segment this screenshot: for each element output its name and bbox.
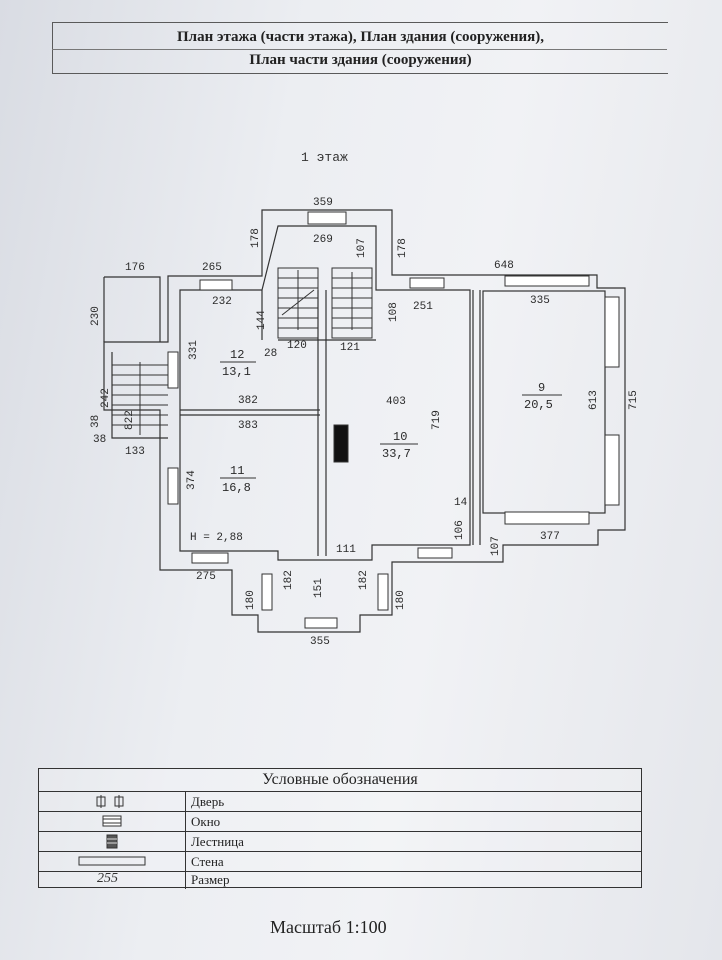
dim-120: 120 xyxy=(287,340,307,352)
dim-176: 176 xyxy=(125,262,145,274)
dim-383: 383 xyxy=(238,420,258,432)
title-line-2: План части здания (сооружения) xyxy=(249,52,472,68)
door-symbol xyxy=(39,792,186,811)
dim-242: 242 xyxy=(100,388,112,408)
dim-28: 28 xyxy=(264,348,277,360)
legend-row-door: Дверь xyxy=(39,792,641,812)
room-10-number: 10 xyxy=(393,430,407,444)
dim-151: 151 xyxy=(313,578,325,598)
room-9-number: 9 xyxy=(538,381,545,395)
dim-107b: 107 xyxy=(490,536,502,556)
room-labels: 12 13,1 11 16,8 10 33,7 9 20,5 H = 2,88 xyxy=(190,348,562,544)
dim-275: 275 xyxy=(196,571,216,583)
dim-178a: 178 xyxy=(250,228,262,248)
dim-269: 269 xyxy=(313,234,333,246)
legend-label-door: Дверь xyxy=(191,794,225,809)
dim-648: 648 xyxy=(494,260,514,272)
dim-178b: 178 xyxy=(397,238,409,258)
scale-text: Масштаб 1:100 xyxy=(270,917,387,937)
dim-180a: 180 xyxy=(245,590,257,610)
dim-265: 265 xyxy=(202,262,222,274)
floor-label: 1 этаж xyxy=(301,150,348,165)
size-symbol: 255 xyxy=(39,870,186,889)
title-box: План этажа (части этажа), План здания (с… xyxy=(52,22,668,74)
dim-182b: 182 xyxy=(358,570,370,590)
size-example-number: 255 xyxy=(97,871,118,886)
room-9-area: 20,5 xyxy=(524,398,553,412)
window-symbol xyxy=(39,812,186,831)
legend-label-wall: Стена xyxy=(191,854,224,869)
dim-111: 111 xyxy=(336,544,356,556)
legend-table: Условные обозначения Дверь Окно Лестница… xyxy=(38,768,642,889)
stair-symbol xyxy=(39,832,186,851)
title-divider xyxy=(52,49,667,50)
room-12-area: 13,1 xyxy=(222,365,251,379)
dim-403: 403 xyxy=(386,396,406,408)
dim-382: 382 xyxy=(238,395,258,407)
plan-walls xyxy=(103,209,626,633)
dim-822: 822 xyxy=(124,410,136,430)
dim-106: 106 xyxy=(454,520,466,540)
title-line-1: План этажа (части этажа), План здания (с… xyxy=(177,29,544,45)
legend-label-stair: Лестница xyxy=(191,834,244,849)
legend-row-stair: Лестница xyxy=(39,832,641,852)
ceiling-height: H = 2,88 xyxy=(190,532,243,544)
room-10-area: 33,7 xyxy=(382,447,411,461)
dim-230: 230 xyxy=(90,306,102,326)
dim-335: 335 xyxy=(530,295,550,307)
dim-38a: 38 xyxy=(90,415,102,428)
dim-38b: 38 xyxy=(93,434,106,446)
dim-377: 377 xyxy=(540,531,560,543)
dim-355: 355 xyxy=(310,636,330,648)
dim-331: 331 xyxy=(188,340,200,360)
dim-359: 359 xyxy=(313,197,333,209)
window-symbols xyxy=(167,211,620,629)
dim-613: 613 xyxy=(588,390,600,410)
dim-108: 108 xyxy=(388,302,400,322)
dim-719: 719 xyxy=(431,410,443,430)
dim-232: 232 xyxy=(212,296,232,308)
dim-715: 715 xyxy=(628,390,640,410)
legend-row-wall: Стена xyxy=(39,852,641,872)
legend-title: Условные обозначения xyxy=(39,769,641,792)
dim-144: 144 xyxy=(256,310,268,330)
room-11-area: 16,8 xyxy=(222,481,251,495)
dim-107a: 107 xyxy=(356,238,368,258)
legend-row-size: 255 Размер xyxy=(39,870,641,889)
legend-label-window: Окно xyxy=(191,814,221,829)
dim-121: 121 xyxy=(340,342,360,354)
dimension-labels: 359 269 178 107 178 176 265 648 230 232 … xyxy=(90,197,640,648)
dim-14: 14 xyxy=(454,497,468,509)
dim-133: 133 xyxy=(125,446,145,458)
room-12-number: 12 xyxy=(230,348,244,362)
dim-251: 251 xyxy=(413,301,433,313)
dim-182a: 182 xyxy=(283,570,295,590)
legend-row-window: Окно xyxy=(39,812,641,832)
legend-label-size: Размер xyxy=(191,872,230,887)
room-11-number: 11 xyxy=(230,464,244,478)
dim-374: 374 xyxy=(186,470,198,490)
wall-symbol xyxy=(39,852,186,871)
stair-symbols xyxy=(112,267,373,463)
dim-180b: 180 xyxy=(395,590,407,610)
